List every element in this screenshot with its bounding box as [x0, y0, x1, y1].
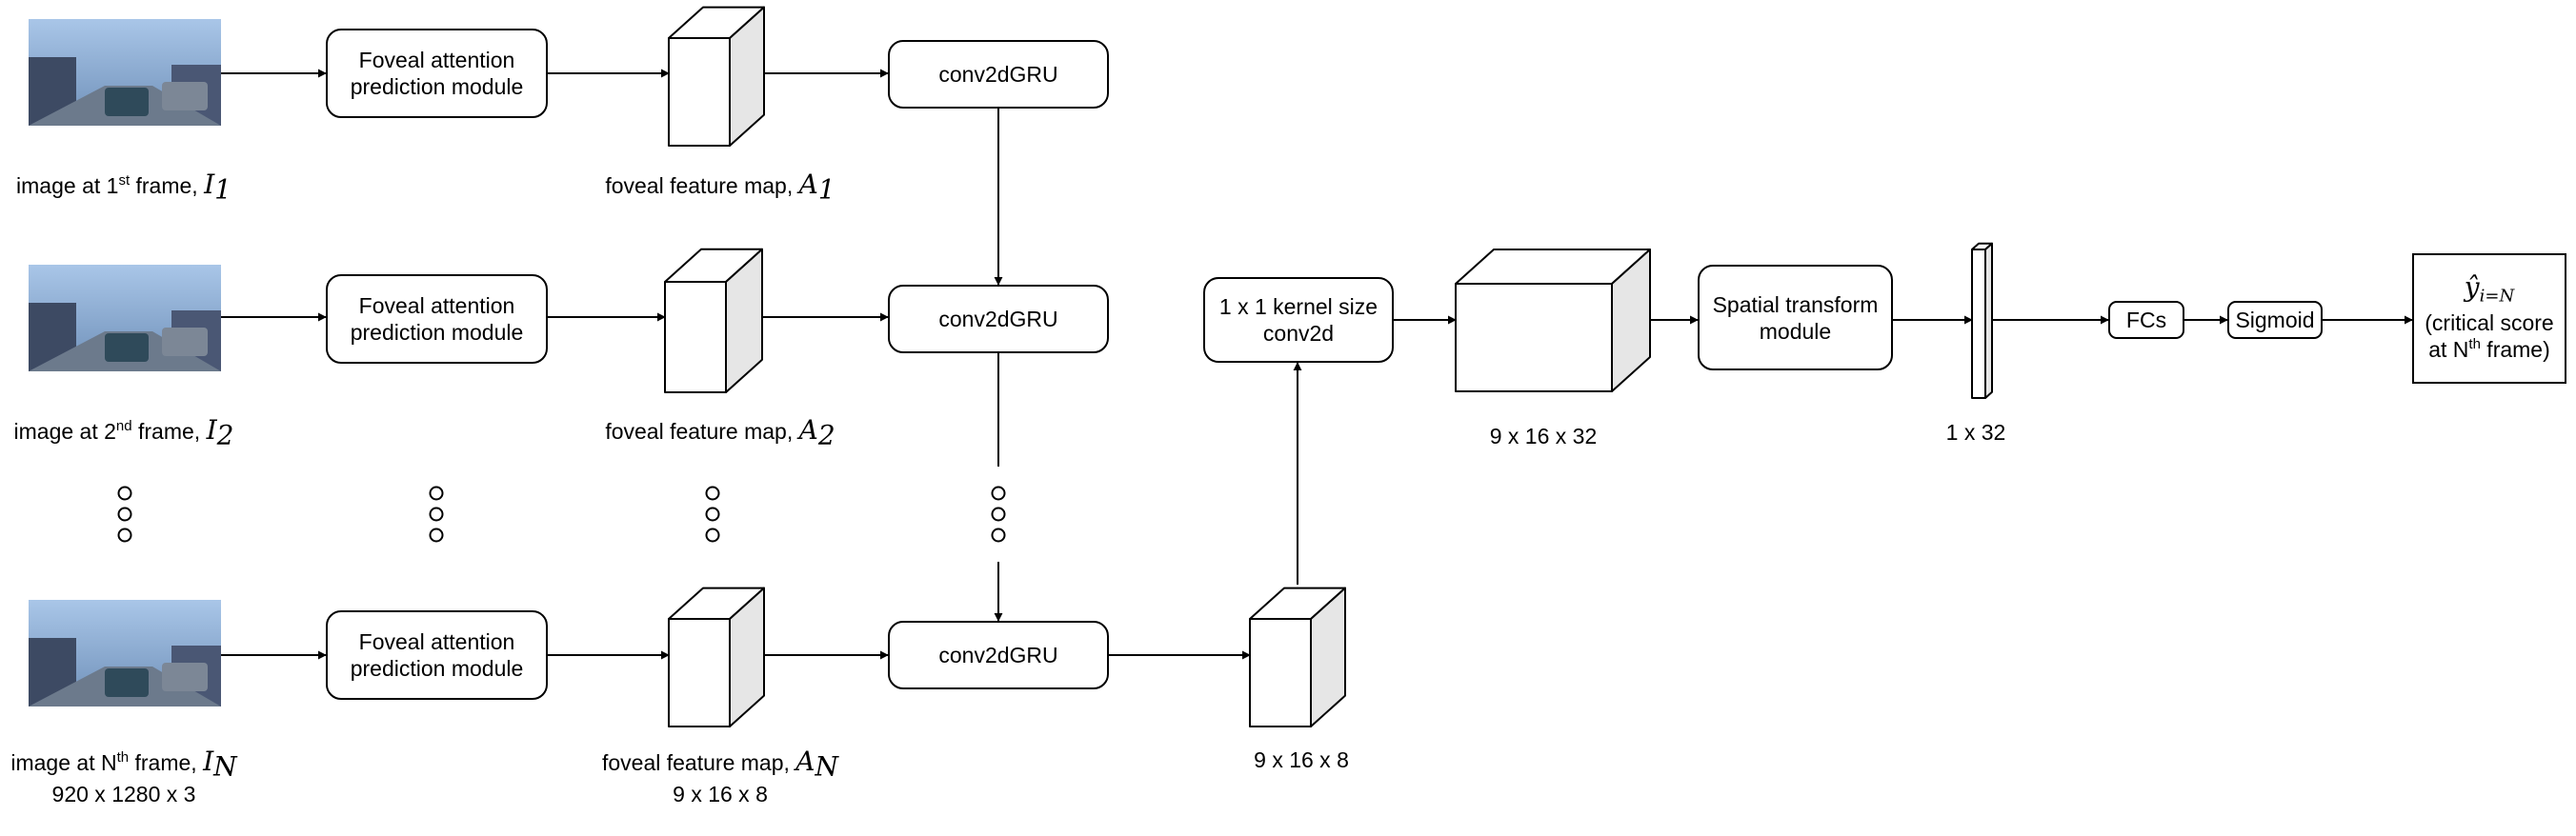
input-dims: 920 x 1280 x 3 [52, 781, 196, 807]
input-label-2-sup: nd [115, 418, 132, 434]
conv-output-cube [1455, 249, 1651, 392]
gru-out-dims-text: 9 x 16 x 8 [1254, 747, 1349, 772]
gru-output-cube [1249, 587, 1346, 727]
foveal-module-2-line2: prediction module [350, 320, 524, 345]
input-image-2 [29, 265, 221, 371]
input-image-1 [29, 19, 221, 126]
feature-map-cube-2 [664, 248, 763, 393]
conv2d-line2: conv2d [1262, 321, 1335, 346]
gru-module-1: conv2dGRU [888, 40, 1109, 109]
input-label-2-post: frame, [131, 419, 207, 444]
output-line2-post: frame) [2480, 337, 2550, 363]
fcs-module: FCs [2108, 301, 2184, 339]
input-label-1: image at 1st frame, I1 [16, 171, 231, 204]
feature-map-label-1-sub: 1 [817, 173, 835, 206]
vector-bar [1971, 242, 1993, 399]
input-dims-text: 920 x 1280 x 3 [51, 782, 196, 806]
input-label-1-sub: 1 [214, 173, 231, 206]
input-image-n [29, 600, 221, 707]
input-label-n-post: frame, [129, 750, 204, 775]
gru-module-n-label: conv2dGRU [938, 643, 1058, 667]
output-symbol: ŷ [2464, 270, 2480, 303]
feature-map-dims-text: 9 x 16 x 8 [673, 782, 768, 806]
input-label-2-sub: 2 [216, 419, 234, 451]
sigmoid-label: Sigmoid [2235, 308, 2315, 332]
conv2d-line1: 1 x 1 kernel size [1218, 294, 1379, 319]
foveal-module-n-line2: prediction module [350, 656, 524, 681]
conv-out-dims: 9 x 16 x 32 [1490, 423, 1598, 449]
input-label-n-pre: image at N [10, 750, 117, 775]
foveal-module-1-line2: prediction module [350, 74, 524, 99]
input-label-n: image at Nth frame, IN [10, 748, 236, 781]
input-label-1-pre: image at 1 [16, 173, 119, 198]
output-box: ŷi=N (critical score at Nth frame) [2412, 253, 2566, 384]
fcs-label: FCs [2125, 308, 2167, 332]
dots-inputs [117, 486, 132, 543]
foveal-module-n-line1: Foveal attention [358, 629, 515, 654]
output-line1: (critical score [2425, 310, 2554, 336]
output-subscript: i=N [2479, 286, 2515, 307]
input-label-1-post: frame, [130, 173, 205, 198]
spatial-line2: module [1759, 318, 1832, 344]
input-label-n-sub: N [213, 750, 237, 783]
feature-map-label-n: foveal feature map, AN [602, 748, 838, 781]
input-label-1-sym: I [204, 169, 215, 200]
foveal-module-1-line1: Foveal attention [358, 48, 515, 72]
feature-map-cube-n [668, 587, 765, 727]
input-label-n-sup: th [116, 749, 130, 766]
feature-map-label-1-text: foveal feature map, [605, 173, 799, 198]
gru-out-dims: 9 x 16 x 8 [1254, 746, 1349, 773]
gru-module-2-label: conv2dGRU [938, 307, 1058, 331]
input-label-2: image at 2nd frame, I2 [14, 417, 234, 449]
conv-out-dims-text: 9 x 16 x 32 [1489, 424, 1598, 448]
gru-module-1-label: conv2dGRU [938, 62, 1058, 87]
input-label-2-pre: image at 2 [13, 419, 116, 444]
gru-module-n: conv2dGRU [888, 621, 1109, 689]
vector-dims-text: 1 x 32 [1945, 420, 2006, 445]
input-label-1-sup: st [118, 172, 131, 189]
feature-map-label-2-sym: A [798, 414, 818, 446]
input-label-2-sym: I [206, 414, 217, 446]
dots-foveal [429, 486, 444, 543]
feature-map-label-n-sym: A [795, 746, 815, 777]
output-line2-sup: th [2468, 336, 2481, 353]
feature-map-cube-1 [668, 6, 765, 147]
feature-map-label-n-text: foveal feature map, [601, 750, 796, 775]
sigmoid-module: Sigmoid [2227, 301, 2323, 339]
foveal-module-2-line1: Foveal attention [358, 293, 515, 318]
feature-map-label-1: foveal feature map, A1 [605, 171, 835, 204]
gru-module-2: conv2dGRU [888, 285, 1109, 353]
spatial-line1: Spatial transform [1712, 291, 1879, 317]
vector-dims: 1 x 32 [1946, 419, 2006, 446]
input-label-n-sym: I [203, 746, 214, 777]
feature-map-label-2-text: foveal feature map, [605, 419, 799, 444]
dots-gru [991, 486, 1006, 543]
feature-map-label-n-sub: N [815, 750, 839, 783]
dots-maps [705, 486, 720, 543]
output-line2-pre: at N [2428, 337, 2469, 363]
feature-map-dims: 9 x 16 x 8 [673, 781, 768, 807]
feature-map-label-1-sym: A [798, 169, 818, 200]
feature-map-label-2-sub: 2 [817, 419, 835, 451]
feature-map-label-2: foveal feature map, A2 [605, 417, 835, 449]
